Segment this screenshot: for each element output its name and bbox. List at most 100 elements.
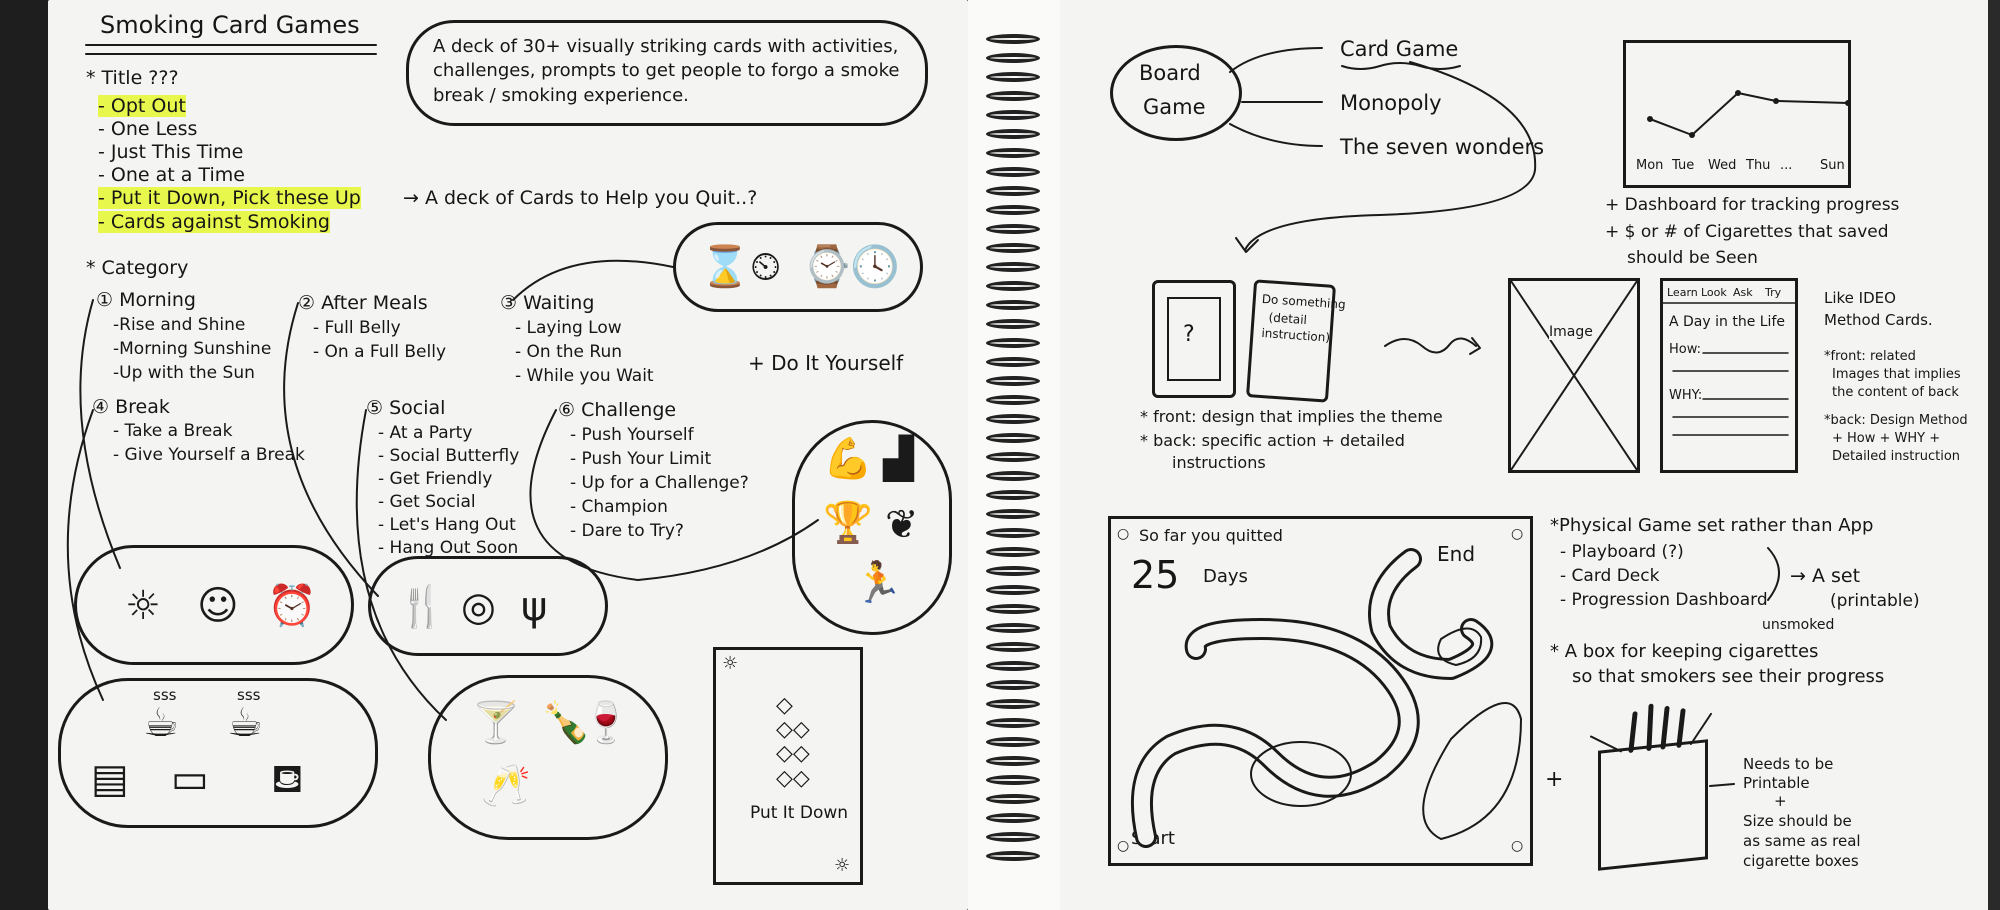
question-diamond-icon: ? (1183, 322, 1195, 347)
spiral-ring (986, 832, 1040, 842)
spiral-ring (986, 262, 1040, 272)
title-heading: * Title ??? (86, 67, 179, 89)
printable-note: Size should be (1743, 812, 1852, 830)
spiral-ring (986, 205, 1040, 215)
spiral-ring (986, 737, 1040, 747)
ideo-lines (1662, 302, 1796, 436)
plus-sign: + (1545, 767, 1564, 792)
connector-lines (66, 259, 819, 721)
corner-circle-icon: ○ (1117, 838, 1130, 854)
branch-card-game: Card Game (1340, 37, 1459, 61)
spiral-ring (986, 34, 1040, 44)
spiral-ring (986, 528, 1040, 538)
spiral-ring (986, 338, 1040, 348)
spiral-ring (986, 91, 1040, 101)
spiral-ring (986, 680, 1040, 690)
challenge-icons-bubble: 💪 ▟ 🏆 ❦ 🏃 (792, 420, 952, 635)
category-item: -Up with the Sun (113, 363, 255, 383)
board-game-node: Board Game (1110, 45, 1242, 141)
category-item: -Rise and Shine (113, 315, 246, 335)
chart-day-label: Thu (1746, 158, 1771, 173)
category-item: - Up for a Challenge? (570, 473, 749, 493)
spiral-ring (986, 281, 1040, 291)
spiral-ring (986, 452, 1040, 462)
ideo-note: + How + WHY + (1832, 431, 1941, 446)
category-title-break: ④ Break (92, 396, 170, 418)
ideo-note: *back: Design Method (1824, 413, 1968, 428)
corner-circle-icon: ○ (1511, 526, 1524, 542)
diamond-pattern-icon: ◇◇◇◇◇◇◇ (776, 693, 810, 791)
ideo-tab: Look (1701, 286, 1727, 299)
category-item: - Hang Out Soon (378, 538, 519, 558)
quit-counter-label: So far you quitted (1139, 526, 1283, 545)
ideo-card-title: A Day in the Life (1669, 314, 1785, 330)
ideo-method-card: Learn Look Ask Try A Day in the Life How… (1660, 278, 1798, 473)
ideo-image-card: Image (1508, 278, 1640, 473)
chart-point (1845, 100, 1851, 106)
image-label: Image (1549, 324, 1593, 341)
category-title-morning: ① Morning (96, 289, 196, 311)
spiral-ring (986, 471, 1040, 481)
fork-knife-icon: 🍴 (397, 584, 447, 630)
sun-icon: ☼ (125, 583, 161, 629)
ideo-note: Images that implies (1832, 367, 1961, 382)
front-back-note: instructions (1172, 453, 1266, 472)
spiral-ring (986, 547, 1040, 557)
spiral-ring (986, 53, 1040, 63)
spiral-ring (986, 813, 1040, 823)
spiral-ring (986, 756, 1040, 766)
category-item: - On a Full Belly (313, 342, 447, 362)
stairs-icon: ▟ (883, 436, 914, 482)
category-item: -Morning Sunshine (113, 339, 272, 359)
set-bracket (1767, 547, 1780, 601)
title-option: - Just This Time (98, 141, 244, 163)
ideo-note: Like IDEO (1824, 289, 1896, 307)
spiral-ring (986, 585, 1040, 595)
physical-note: - Card Deck (1560, 566, 1660, 586)
cigarettes-icon (1590, 703, 1712, 753)
spiral-ring (986, 509, 1040, 519)
coffee-mug-icon: ☕ (143, 700, 179, 746)
category-item: - Dare to Try? (570, 521, 684, 541)
board-game-label: Board (1139, 61, 1201, 85)
chart-day-label: Tue (1672, 158, 1695, 173)
title-option: - One at a Time (98, 164, 245, 186)
right-notebook-page: Board Game Card Game Monopoly The seven … (1060, 0, 1988, 910)
spiral-ring (986, 851, 1040, 861)
cutlery-icon: ψ (521, 584, 548, 630)
ideo-tab: Try (1765, 286, 1782, 299)
cigarette-box-sketch (1590, 703, 1712, 871)
corner-circle-icon: ○ (1117, 526, 1130, 542)
steam-label: sss (153, 686, 177, 704)
printable-note: Needs to be (1743, 755, 1834, 773)
unsmoked-label: unsmoked (1762, 617, 1835, 633)
spiral-ring (986, 661, 1040, 671)
image-placeholder-cross (1510, 280, 1638, 471)
stretching-person-icon: ☺ (197, 583, 239, 629)
days-label: Days (1203, 566, 1248, 587)
set-label: → A set (1790, 565, 1861, 587)
chart-point (1647, 116, 1653, 122)
cocktail-glass-icon: 🍸 (471, 700, 521, 746)
spiral-ring (986, 300, 1040, 310)
board-path (1130, 548, 1522, 848)
spiral-ring (986, 794, 1040, 804)
category-item: - Get Social (378, 492, 476, 512)
category-item: - Let's Hang Out (378, 515, 516, 535)
ideo-field: WHY: (1669, 388, 1703, 403)
sun-icon: ☼ (722, 653, 739, 674)
dashboard-note: + Dashboard for tracking progress (1605, 195, 1900, 215)
card-front-sketch: ? (1152, 280, 1236, 398)
wine-bottle-icon: 🍾 (541, 700, 591, 746)
spiral-ring (986, 319, 1040, 329)
hourglass-icon: ⌛ (700, 244, 750, 290)
description-box: A deck of 30+ visually striking cards wi… (406, 20, 928, 126)
spiral-ring (986, 433, 1040, 443)
description-text: A deck of 30+ visually striking cards wi… (433, 36, 900, 106)
box-note: * A box for keeping cigarettes (1550, 641, 1819, 662)
page-title: Smoking Card Games (100, 11, 360, 39)
ideo-tab: Learn (1667, 286, 1698, 299)
spiral-ring (986, 395, 1040, 405)
desk-background (0, 0, 48, 910)
social-icons-bubble: 🍸 🍾 🍷 🥂 (428, 675, 668, 840)
